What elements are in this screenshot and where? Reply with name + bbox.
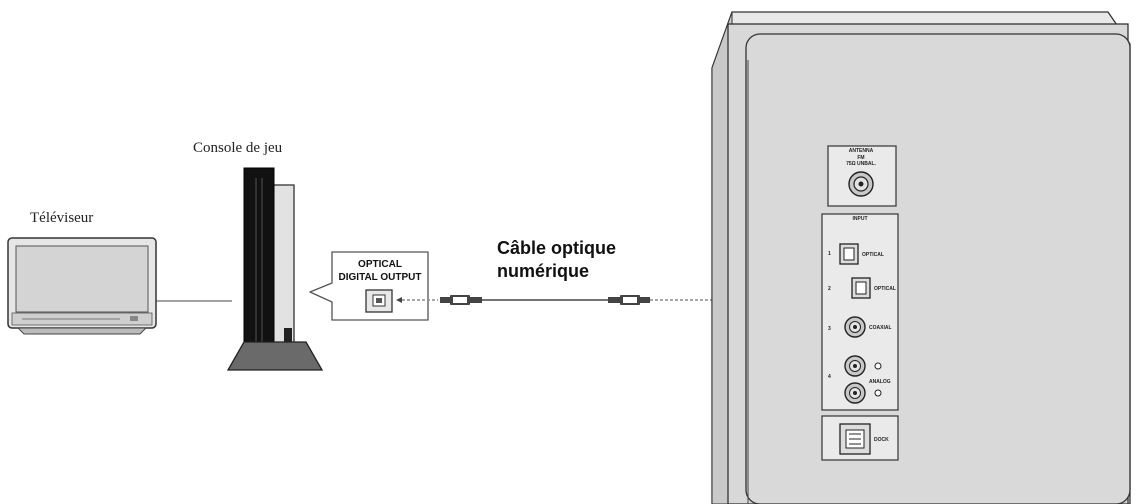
input-2-number: 2 — [828, 286, 831, 292]
input-1-label: OPTICAL — [862, 252, 884, 258]
dock-label-text: DOCK — [874, 437, 889, 443]
callout-digital-output-text: DIGITAL OUTPUT — [339, 272, 422, 283]
game-console-illustration — [226, 167, 324, 371]
input-panel: INPUT 1 OPTICAL 2 OPTICAL 3 COAXIAL 4 AN… — [821, 213, 899, 411]
input-1-number: 1 — [828, 251, 831, 257]
receiver-unit — [711, 11, 1131, 504]
input-2-label: OPTICAL — [874, 286, 896, 292]
cable-label-line1: Câble optique — [497, 238, 616, 258]
dock-panel: DOCK — [821, 415, 899, 461]
tv-illustration — [7, 237, 157, 335]
antenna-unbal-text: 75Ω UNBAL. — [846, 161, 876, 167]
input-3-number: 3 — [828, 326, 831, 332]
optical-output-callout: OPTICAL DIGITAL OUTPUT — [309, 251, 429, 321]
input-title-text: INPUT — [853, 216, 868, 222]
input-4-number: 4 — [828, 374, 831, 380]
console-label: Console de jeu — [193, 140, 283, 156]
tv-label: Téléviseur — [30, 210, 93, 226]
antenna-fm-text: FM — [857, 155, 864, 161]
antenna-title-text: ANTENNA — [849, 148, 874, 154]
input-4-label: ANALOG — [869, 379, 891, 385]
antenna-panel: ANTENNA FM 75Ω UNBAL. — [827, 145, 897, 207]
input-3-label: COAXIAL — [869, 325, 892, 331]
cable-label-line2: numérique — [497, 261, 589, 281]
callout-optical-text: OPTICAL — [358, 259, 402, 270]
